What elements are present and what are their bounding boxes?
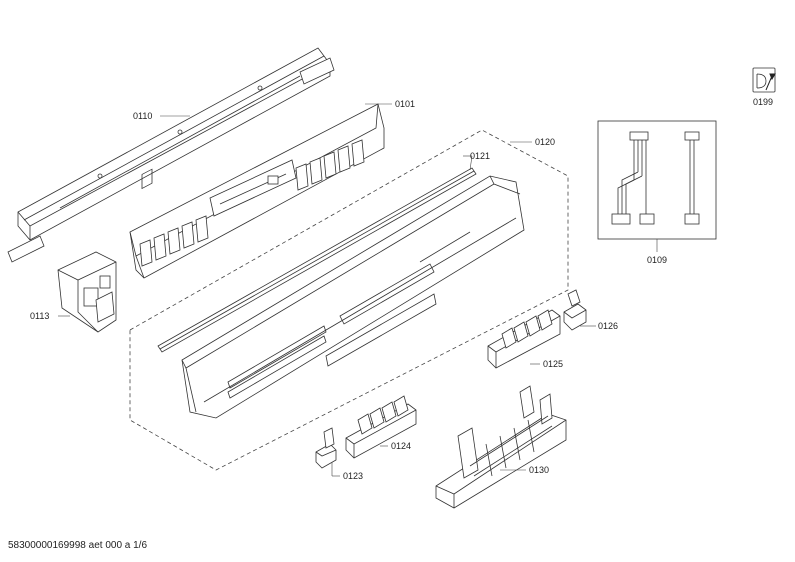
label-0113: 0113 <box>30 311 49 321</box>
part-clip-0126[interactable] <box>563 289 587 331</box>
part-rail-0110[interactable] <box>7 47 335 263</box>
assembly-boundary-0120 <box>129 129 569 471</box>
label-0110: 0110 <box>133 111 152 121</box>
part-connector-housing-0113[interactable] <box>57 251 117 333</box>
part-key-bracket-0124[interactable] <box>345 395 417 459</box>
part-fascia-panel-0120[interactable] <box>181 175 525 419</box>
part-trim-strip-0121[interactable] <box>157 167 477 353</box>
label-0123: 0123 <box>343 471 363 481</box>
label-0130: 0130 <box>529 465 549 475</box>
part-control-board-0101[interactable] <box>129 103 385 279</box>
label-0124: 0124 <box>391 441 411 451</box>
part-carrier-frame-0130[interactable] <box>435 385 567 509</box>
label-0126: 0126 <box>598 321 618 331</box>
label-0120: 0120 <box>535 137 555 147</box>
leader-lines <box>58 103 658 477</box>
label-0121: 0121 <box>470 151 490 161</box>
wrench-in-box-icon <box>752 67 776 93</box>
part-button-bar-0125[interactable] <box>487 309 561 369</box>
label-0101: 0101 <box>395 99 415 109</box>
document-id: 58300000169998 aet 000 a 1/6 <box>8 540 148 551</box>
part-latch-0123[interactable] <box>315 427 337 469</box>
label-0109: 0109 <box>647 255 667 265</box>
part-wiring-harness-0109[interactable] <box>597 120 717 240</box>
label-0199: 0199 <box>753 97 773 107</box>
label-0125: 0125 <box>543 359 563 369</box>
